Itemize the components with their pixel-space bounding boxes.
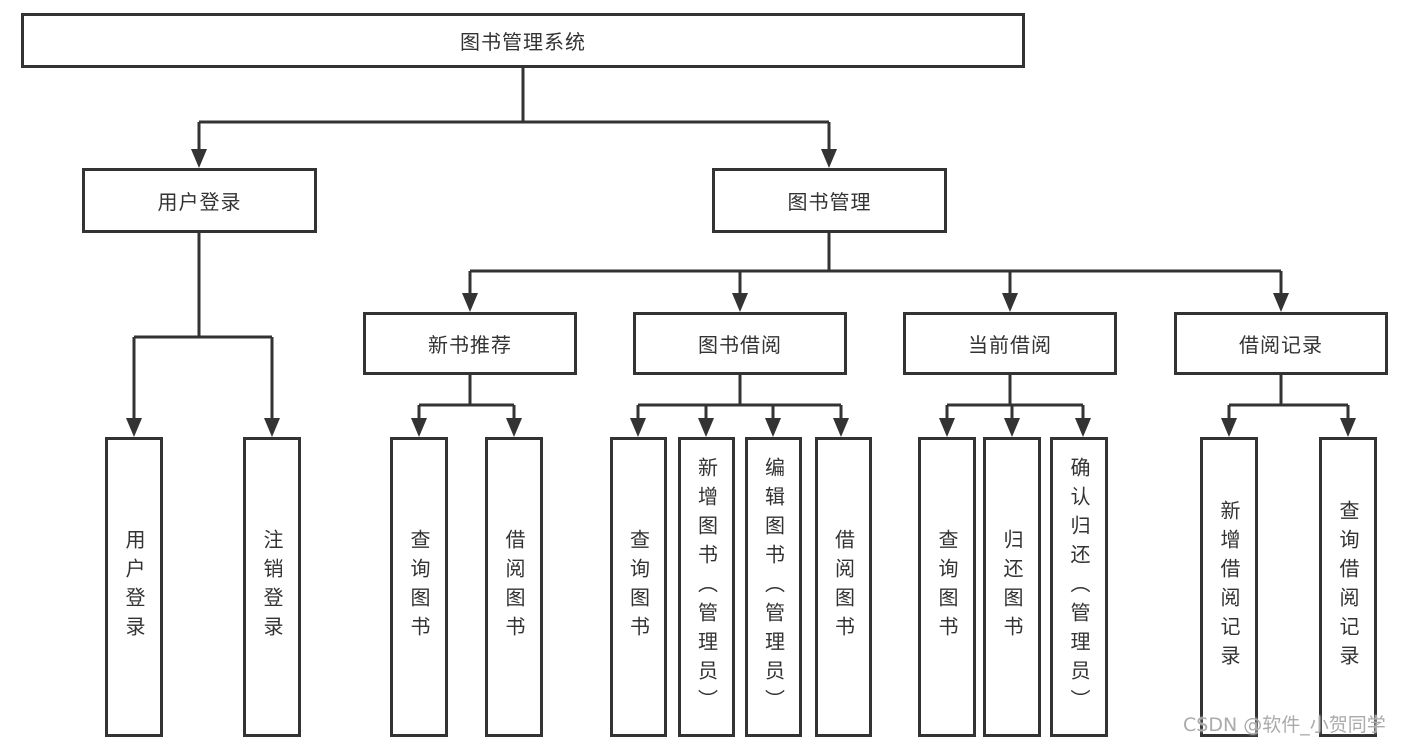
node-label: 确认归还（管理员）	[1067, 456, 1091, 718]
node-new-book-recommend: 新书推荐	[363, 312, 577, 375]
arrowhead-icons	[126, 149, 1356, 437]
node-label: 编辑图书（管理员）	[761, 456, 786, 718]
tree-edges	[132, 68, 1350, 422]
node-user-login: 用户登录	[82, 168, 317, 233]
node-label: 查询图书	[407, 529, 431, 645]
node-current-borrowing: 当前借阅	[903, 312, 1117, 375]
node-label: 归还图书	[1000, 529, 1024, 645]
node-leaf-add-borrow-record: 新增借阅记录	[1200, 437, 1258, 737]
node-borrowing-records: 借阅记录	[1174, 312, 1388, 375]
node-leaf-query-books-recommend: 查询图书	[390, 437, 448, 737]
node-label: 查询借阅记录	[1336, 500, 1360, 674]
node-leaf-edit-books-admin: 编辑图书（管理员）	[745, 437, 802, 737]
node-label: 查询图书	[626, 529, 651, 645]
node-book-borrowing: 图书借阅	[633, 312, 847, 375]
node-leaf-return-books: 归还图书	[983, 437, 1041, 737]
node-label: 用户登录	[157, 190, 242, 214]
node-label: 新增借阅记录	[1217, 500, 1241, 674]
node-label: 借阅图书	[502, 529, 526, 645]
node-book-management: 图书管理	[712, 168, 947, 233]
node-label: 新书推荐	[428, 333, 512, 357]
node-leaf-logout: 注销登录	[243, 437, 301, 737]
node-leaf-query-books-borrowing: 查询图书	[610, 437, 667, 737]
node-label: 图书管理系统	[460, 30, 586, 54]
csdn-watermark: CSDN @软件_小贺同学	[1183, 714, 1386, 736]
node-leaf-borrow-books-borrowing: 借阅图书	[815, 437, 872, 737]
node-label: 新增图书（管理员）	[694, 456, 719, 718]
node-label: 借阅记录	[1239, 333, 1323, 357]
node-label: 图书管理	[787, 190, 872, 214]
node-leaf-query-borrow-record: 查询借阅记录	[1319, 437, 1377, 737]
node-leaf-borrow-books-recommend: 借阅图书	[485, 437, 543, 737]
node-label: 当前借阅	[968, 333, 1052, 357]
node-leaf-query-books-current: 查询图书	[918, 437, 976, 737]
node-leaf-confirm-return-admin: 确认归还（管理员）	[1050, 437, 1108, 737]
node-label: 查询图书	[935, 529, 959, 645]
node-leaf-add-books-admin: 新增图书（管理员）	[678, 437, 735, 737]
node-label: 借阅图书	[831, 529, 856, 645]
node-label: 注销登录	[260, 529, 284, 645]
node-library-management-system: 图书管理系统	[21, 13, 1025, 68]
node-label: 用户登录	[122, 529, 146, 645]
node-label: 图书借阅	[698, 333, 782, 357]
node-leaf-user-login: 用户登录	[105, 437, 163, 737]
